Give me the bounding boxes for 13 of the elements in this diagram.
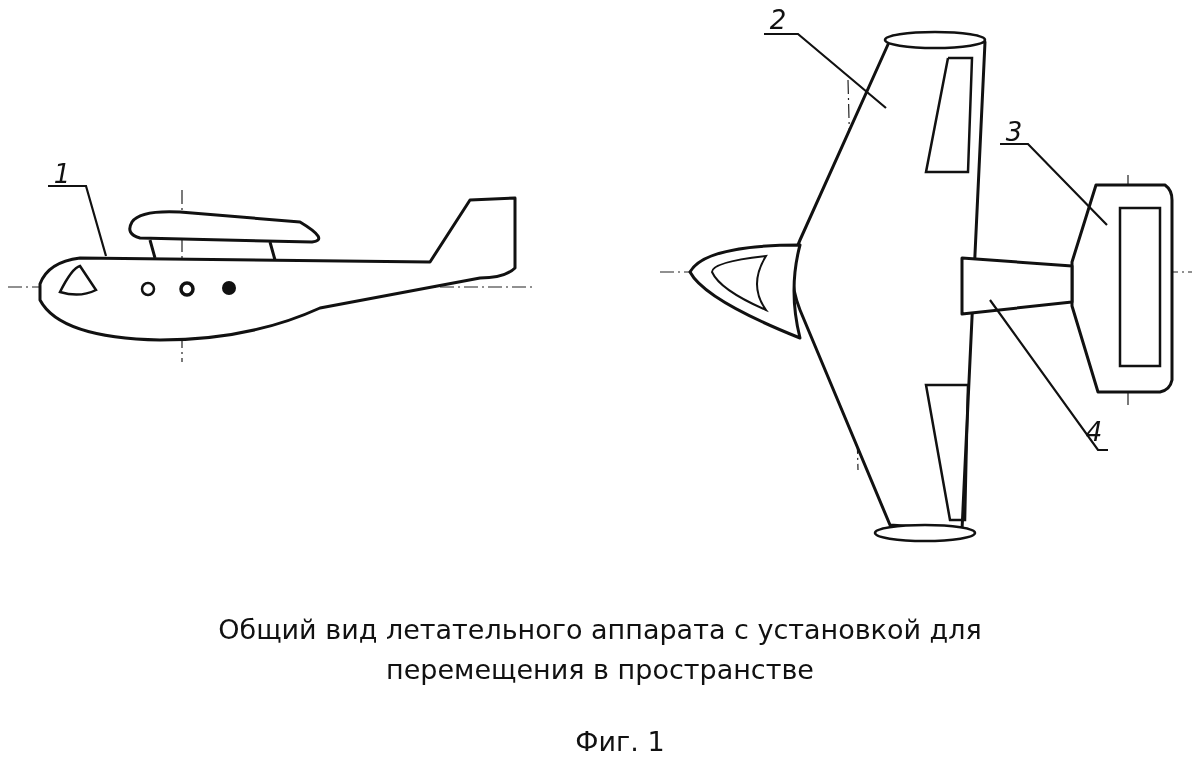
tail-boom — [960, 256, 1074, 316]
side-view-aircraft-drawing — [38, 196, 517, 342]
callout-number: 3 — [1000, 118, 1028, 146]
callout-number: 2 — [764, 6, 792, 34]
figure-caption: Фиг. 1 — [574, 726, 666, 757]
figure-title: Общий вид летательного аппарата с установкой для перемещения в пространстве — [217, 613, 983, 687]
leader-line — [764, 32, 887, 109]
leader-line — [989, 299, 1108, 452]
callout-number: 4 — [1080, 418, 1108, 446]
leader-line — [1000, 142, 1108, 226]
wing-drawing — [688, 30, 987, 543]
callout-number: 1 — [48, 160, 76, 188]
leader-line — [48, 184, 108, 257]
